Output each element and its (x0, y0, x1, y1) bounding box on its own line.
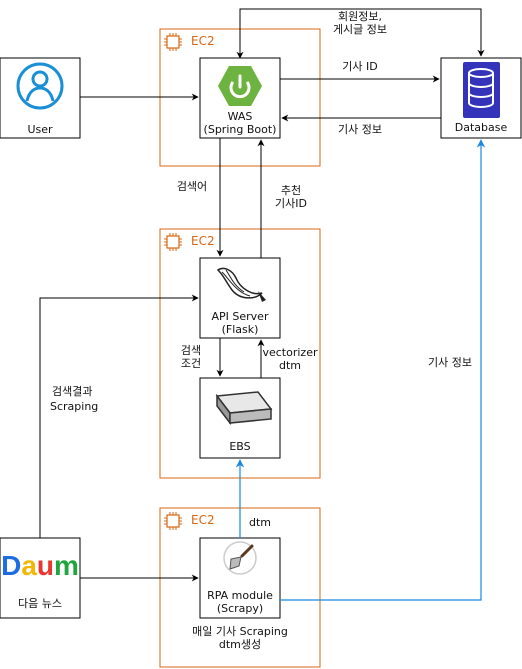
edge-label-article-id: 기사 ID (342, 60, 378, 73)
edge-label-scraping: Scraping (50, 400, 99, 413)
edge-label-article-info-rpa: 기사 정보 (428, 356, 472, 369)
api-label-line2: (Flask) (221, 323, 259, 336)
ec2-title-was: EC2 (191, 34, 215, 48)
ec2-chip-icon (164, 233, 182, 251)
edge-was-to-db-top (236, 8, 485, 59)
svg-text:Daum: Daum (1, 550, 79, 581)
edge-label-search-cond-line2: 조건 (180, 357, 202, 370)
was-label-line1: WAS (227, 110, 253, 123)
database-icon (463, 62, 500, 118)
edge-label-dtm-ebs: dtm (278, 359, 301, 372)
daum-news-node (0, 537, 81, 619)
flask-icon (216, 267, 266, 302)
spring-boot-icon (218, 66, 262, 106)
ebs-icon (215, 391, 273, 426)
database-label: Database (454, 121, 508, 134)
scrapy-icon (223, 541, 257, 575)
rpa-label-line2: (Scrapy) (216, 602, 264, 615)
edge-label-search-term: 검색어 (176, 180, 208, 193)
edge-label-dtm-rpa: dtm (248, 516, 271, 529)
api-label-line1: API Server (211, 310, 269, 323)
rpa-label-line1: RPA module (207, 589, 273, 602)
api-server-node (199, 257, 281, 339)
rpa-note-line1: 매일 기사 Scraping (192, 625, 288, 638)
was-label-line2: (Spring Boot) (203, 123, 277, 136)
daum-logo: Daum (1, 550, 79, 581)
ec2-title-api: EC2 (191, 234, 215, 248)
ec2-chip-icon (164, 512, 182, 530)
ec2-title-rpa: EC2 (191, 513, 215, 527)
edge-label-post-info: 게시글 정보 (332, 23, 388, 36)
edge-label-search-cond-line1: 검색 (180, 344, 202, 357)
user-label: User (27, 123, 53, 136)
edge-label-recommend-line1: 추천 (280, 184, 302, 197)
ebs-label: EBS (229, 440, 251, 453)
edge-label-search-result: 검색결과 (52, 385, 93, 398)
edge-label-article-info-was: 기사 정보 (338, 123, 382, 136)
ec2-chip-icon (164, 33, 182, 51)
edge-daum-to-api (39, 294, 199, 538)
edge-label-vectorizer: vectorizer (262, 346, 318, 359)
edge-rpa-to-db (280, 139, 486, 601)
user-icon (16, 62, 64, 110)
rpa-note-line2: dtm생성 (218, 638, 262, 651)
daum-news-label: 다음 뉴스 (18, 597, 62, 610)
edge-label-recommend-line2: 기사ID (275, 197, 307, 210)
edge-label-member-info: 회원정보, (338, 10, 382, 23)
